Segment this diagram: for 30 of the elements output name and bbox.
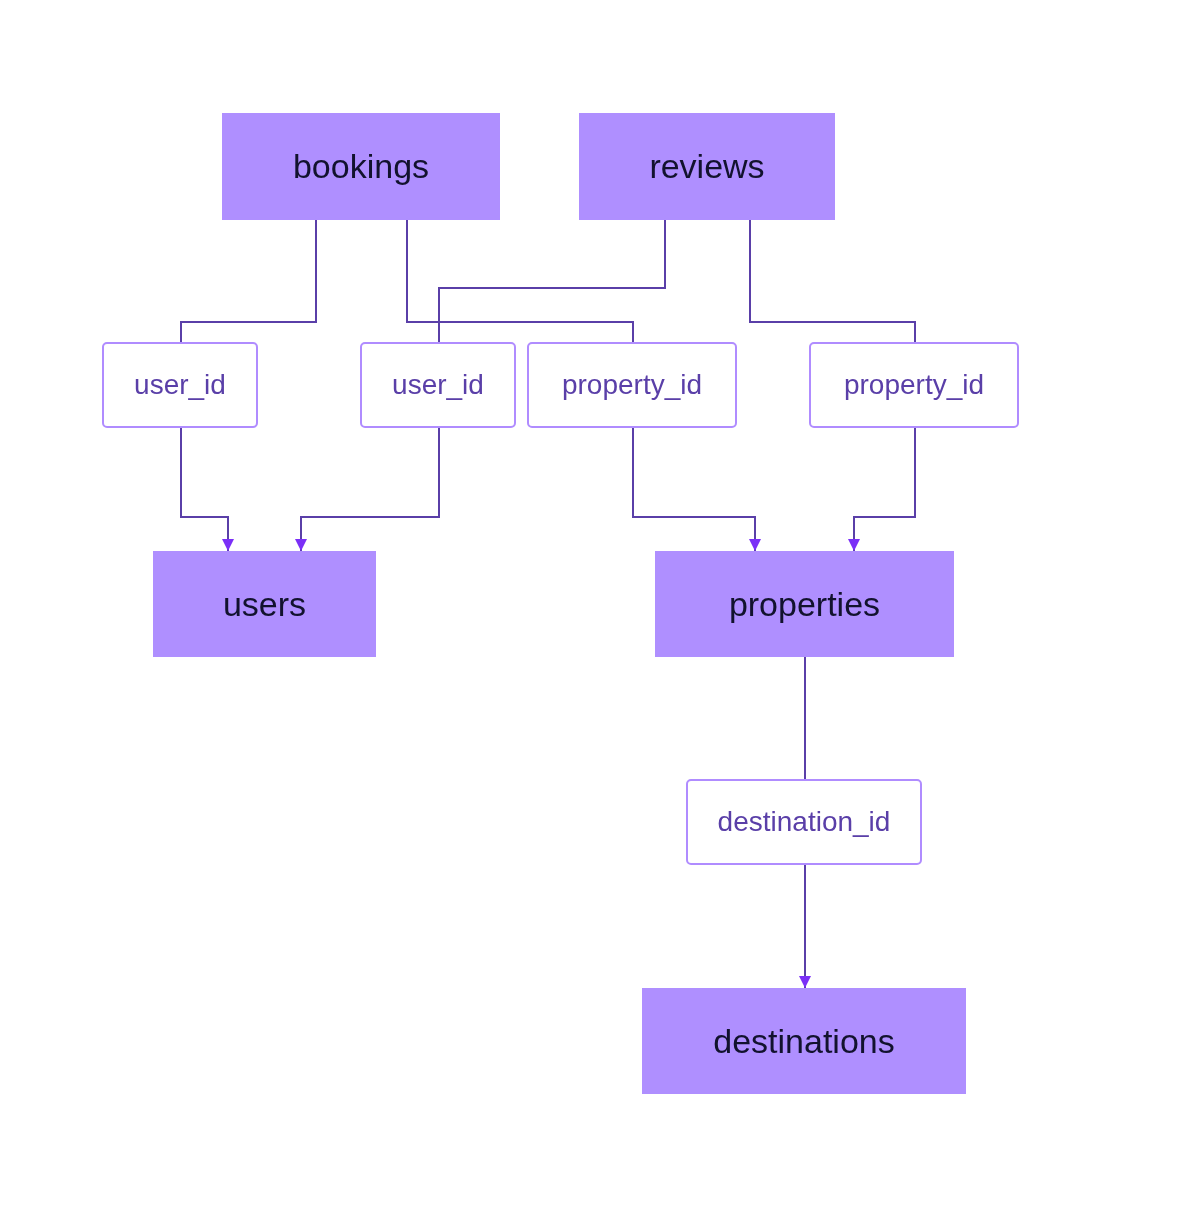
connector-line [438, 219, 666, 343]
arrow [295, 427, 440, 552]
table-box [655, 551, 954, 657]
arrow [632, 427, 761, 552]
node-label: property_id [843, 369, 985, 401]
connector-line [406, 219, 634, 343]
table-box [222, 113, 500, 220]
node-label: users [222, 584, 307, 624]
node-label: user_id [134, 369, 226, 401]
key-field-box [360, 342, 516, 428]
table-box [579, 113, 835, 220]
node-label: destinations [713, 1021, 895, 1061]
node-label: property_id [561, 369, 703, 401]
key-field-box [102, 342, 258, 428]
node-label: bookings [292, 147, 430, 186]
key-field-box [527, 342, 737, 428]
node-label: properties [728, 584, 881, 624]
node-label: reviews [649, 147, 765, 186]
key-field-box [809, 342, 1019, 428]
node-label: destination_id [717, 806, 891, 838]
table-box [642, 988, 966, 1094]
table-box [153, 551, 376, 657]
connector-line [180, 219, 317, 343]
key-field-box [686, 779, 922, 865]
node-label: user_id [392, 369, 484, 401]
arrow [848, 427, 916, 552]
arrow [799, 864, 811, 989]
arrow [180, 427, 234, 552]
connector-line [749, 219, 916, 343]
connector-line [804, 656, 806, 780]
